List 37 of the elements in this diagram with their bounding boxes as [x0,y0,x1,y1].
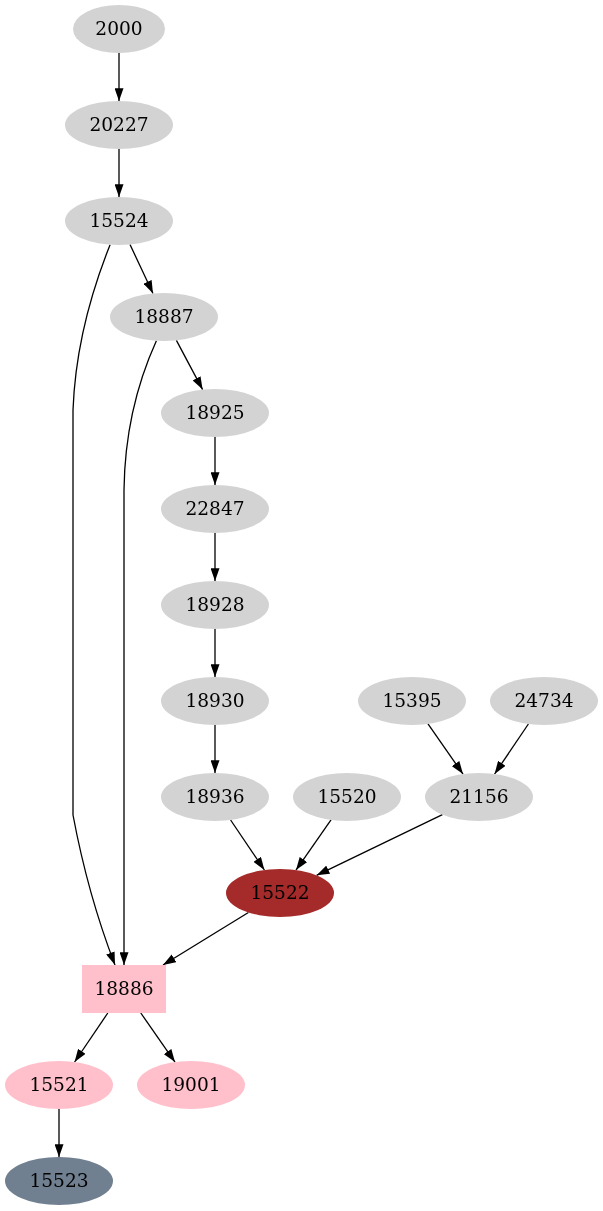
arrow [114,52,124,102]
ellipse-node: 15522 [226,869,334,917]
arrow [493,723,530,775]
arrow [72,244,116,966]
arrow [315,814,444,876]
arrow [175,339,204,391]
arrow [210,436,220,486]
ellipse-node: 15523 [5,1157,113,1205]
ellipse-node: 18887 [110,293,218,341]
arrow [210,628,220,678]
ellipse-node: 19001 [137,1061,245,1109]
arrow [295,819,332,871]
ellipse-node: 20227 [65,101,173,149]
arrow [162,911,250,966]
ellipse-node: 18928 [161,581,269,629]
ellipse-node: 2000 [73,5,165,53]
arrow [229,819,266,871]
ellipse-node: 18925 [161,389,269,437]
arrow [210,724,220,774]
arrow [114,148,124,198]
arrow [129,243,154,295]
arrow [54,1108,64,1158]
ellipse-node: 15395 [358,677,466,725]
ellipse-node: 22847 [161,485,269,533]
ellipse-node: 21156 [425,773,533,821]
arrow [210,532,220,582]
ellipse-node: 18936 [161,773,269,821]
arrow [73,1012,109,1063]
ellipse-node: 18930 [161,677,269,725]
arrow [140,1012,176,1063]
arrow [427,723,464,775]
ellipse-node: 15524 [65,197,173,245]
rectangle-node: 18886 [82,965,166,1013]
arrow [119,340,158,966]
ellipse-node: 24734 [490,677,598,725]
ellipse-node: 15521 [5,1061,113,1109]
ellipse-node: 15520 [293,773,401,821]
